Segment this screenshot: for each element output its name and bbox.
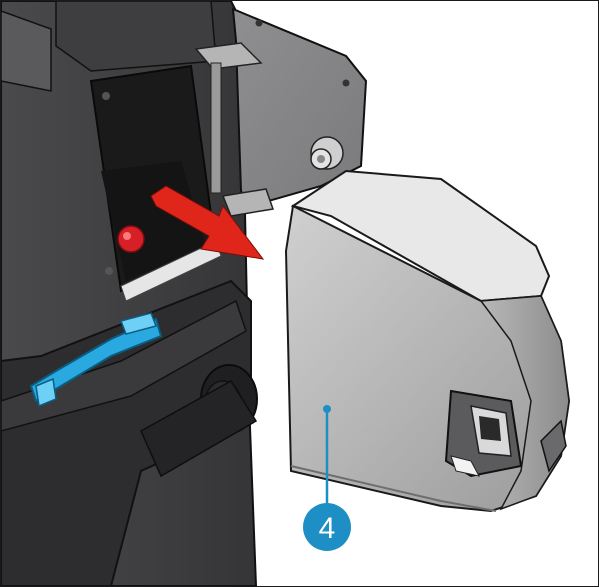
direction-arrow: [150, 185, 265, 260]
module-cavity: [89, 64, 222, 302]
callout-badge: [303, 503, 351, 551]
callout-number: 4: [319, 512, 336, 545]
latch-highlight: [29, 312, 163, 408]
release-button: [117, 225, 145, 253]
callout-anchor-dot: [323, 405, 331, 413]
removable-module: [284, 169, 571, 513]
door-panel: [194, 7, 368, 217]
callout-4: 4: [303, 405, 351, 551]
